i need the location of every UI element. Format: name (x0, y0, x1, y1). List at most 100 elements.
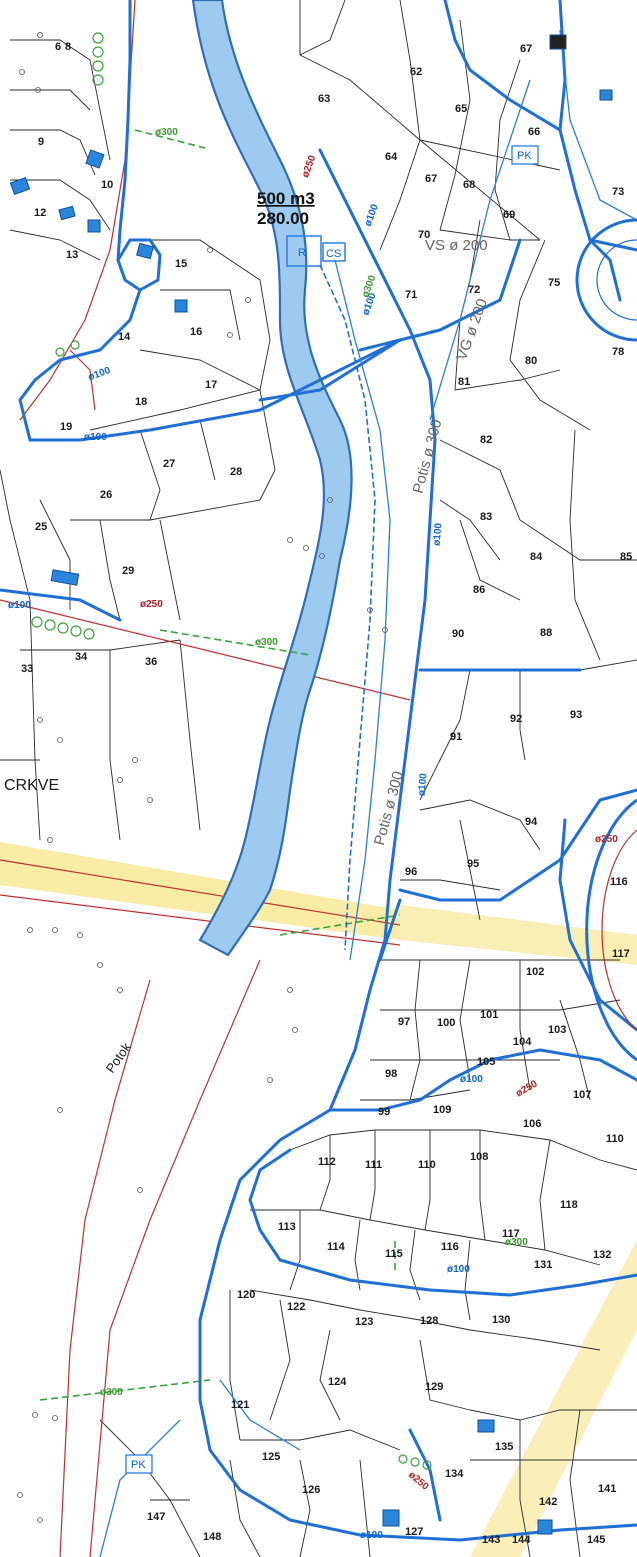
parcel-number: 110 (606, 1133, 624, 1145)
parcel-number: 97 (398, 1016, 410, 1028)
parcel-number: 109 (433, 1104, 451, 1116)
pk-box-north (511, 145, 539, 165)
main-label: ø100 (460, 1074, 483, 1085)
parcel-number: 62 (410, 66, 422, 78)
parcel-number: 15 (175, 258, 187, 270)
parcel-number: 88 (540, 627, 552, 639)
parcel-number: 112 (318, 1156, 336, 1168)
highlight-strip-east (400, 905, 637, 965)
parcel-number: 118 (560, 1199, 578, 1211)
pk-markers: PK PK (125, 145, 539, 1474)
red-label: ø250 (300, 154, 318, 180)
parcel-number: 26 (100, 489, 112, 501)
parcel-number: 94 (525, 816, 538, 828)
main-label: ø100 (447, 1264, 470, 1275)
parcel-number: 113 (278, 1221, 296, 1233)
vg-200-label: VG ø 200 (453, 296, 491, 362)
parcel-number: 117 (612, 948, 630, 960)
parcel-number: 141 (598, 1483, 616, 1495)
parcel-number: 131 (534, 1259, 552, 1271)
main-label: ø100 (360, 1530, 383, 1541)
parcel-number: 29 (122, 565, 134, 577)
parcel-number: 80 (525, 355, 537, 367)
main-label: ø100 (87, 365, 113, 383)
red-label: ø250 (595, 834, 618, 845)
main-label: ø100 (84, 432, 107, 443)
parcel-number: 34 (75, 651, 88, 663)
green-pipes (39, 129, 401, 1401)
parcel-number: 69 (503, 209, 515, 221)
river (191, 0, 353, 957)
parcel-number: 17 (205, 379, 217, 391)
parcel-number: 135 (495, 1441, 513, 1453)
parcel-number: 106 (523, 1118, 541, 1130)
parcel-number: 75 (548, 277, 560, 289)
main-label: ø100 (363, 202, 381, 228)
parcel-number: 25 (35, 521, 47, 533)
survey-points (17, 32, 388, 1523)
green-label: ø300 (505, 1237, 528, 1248)
parcel-number: 86 (473, 584, 485, 596)
parcel-number: 117 (502, 1228, 520, 1240)
parcel-number: 67 (520, 43, 532, 55)
stream-label: Potok (103, 1039, 135, 1075)
parcel-number: 63 (318, 93, 330, 105)
parcel-number: 65 (455, 103, 467, 115)
parcel-number: 81 (458, 376, 470, 388)
church-label: CRKVE (4, 777, 59, 794)
parcel-number: 116 (441, 1241, 459, 1253)
potis-label-lower: Potis ø 300 (371, 769, 407, 847)
highlight-corridors (0, 842, 637, 1557)
parcel-number: 6 (55, 41, 61, 53)
parcel-number: 95 (467, 858, 479, 870)
parcel-number: 130 (492, 1314, 510, 1326)
parcel-number: 70 (418, 229, 430, 241)
main-label: ø100 (432, 522, 445, 546)
parcel-number: 64 (385, 151, 398, 163)
green-label: ø300 (255, 637, 278, 648)
parcel-number: 16 (190, 326, 202, 338)
parcel-number: 93 (570, 709, 582, 721)
parcel-number: 147 (147, 1511, 165, 1523)
road-lines (0, 0, 411, 1557)
parcel-number: 18 (135, 396, 147, 408)
parcel-number: 111 (365, 1159, 382, 1171)
parcel-number: 14 (118, 331, 131, 343)
parcel-number: 19 (60, 421, 72, 433)
parcel-number: 128 (420, 1315, 438, 1327)
parcel-number: 148 (203, 1531, 221, 1543)
parcel-number: 92 (510, 713, 522, 725)
parcel-number: 8 (65, 41, 71, 53)
parcel-number: 125 (262, 1451, 280, 1463)
parcel-number: 101 (480, 1009, 498, 1021)
parcel-number: 134 (445, 1468, 464, 1480)
parcel-numbers: 8 62 67 63 65 66 6 9 64 67 68 73 10 12 6… (21, 41, 632, 1546)
parcel-number: 28 (230, 466, 242, 478)
reservoir-outlet (319, 264, 376, 951)
highlight-strip-southeast (470, 1240, 637, 1557)
parcel-number: 121 (231, 1399, 249, 1411)
parcel-number: 127 (405, 1526, 423, 1538)
green-fittings (31, 32, 432, 1470)
parcel-number: 13 (66, 249, 78, 261)
parcel-number: 36 (145, 656, 157, 668)
parcel-number: 85 (620, 551, 632, 563)
parcel-number: 103 (548, 1024, 566, 1036)
parcel-number: 33 (21, 663, 33, 675)
parcel-number: 129 (425, 1381, 443, 1393)
reservoir-volume: 500 m3 (257, 189, 315, 208)
pump-cs-label: CS (326, 248, 341, 260)
parcel-number: 9 (38, 136, 44, 148)
red-label: ø250 (514, 1078, 540, 1099)
parcel-number: 115 (385, 1248, 403, 1260)
reservoir-box (286, 235, 322, 267)
parcel-number: 144 (512, 1534, 531, 1546)
parcel-number: 116 (610, 876, 628, 888)
parcel-number: 108 (470, 1151, 488, 1163)
parcel-number: 91 (450, 731, 462, 743)
aux-pipes (99, 29, 637, 1557)
red-label: ø250 (140, 599, 163, 610)
